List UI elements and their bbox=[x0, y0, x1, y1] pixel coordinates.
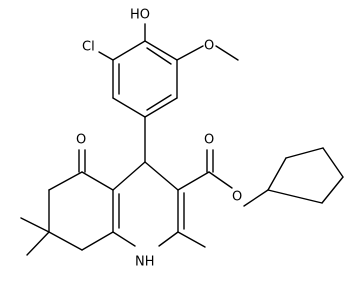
c2-methyl-bond bbox=[177, 231, 206, 248]
chloro-label: Cl bbox=[82, 40, 95, 55]
bond bbox=[112, 231, 136, 247]
gem-methyl-bond bbox=[26, 231, 50, 256]
bond bbox=[322, 147, 344, 178]
ketone-oxygen-label: O bbox=[76, 133, 86, 148]
double-bond-inner bbox=[146, 94, 172, 111]
bond bbox=[81, 171, 114, 191]
methoxy-oxygen-label: O bbox=[204, 39, 214, 54]
bond-to-chloro bbox=[98, 51, 114, 61]
amine-label: NH bbox=[135, 255, 155, 270]
cyclopentyl-ring bbox=[267, 147, 344, 204]
carbonyl-oxygen-label: O bbox=[204, 133, 214, 148]
methoxy-methyl-bond bbox=[215, 45, 239, 61]
hydroxyl-label: HO bbox=[130, 8, 150, 23]
bond bbox=[321, 176, 344, 204]
bond bbox=[285, 147, 324, 159]
bond-to-cyclopentyl bbox=[243, 189, 269, 207]
gem-methyl-bond bbox=[20, 217, 50, 233]
bond bbox=[81, 231, 114, 251]
bond bbox=[144, 97, 178, 118]
bond bbox=[112, 97, 146, 118]
bond bbox=[144, 161, 179, 191]
bond-to-ester-carbon bbox=[177, 171, 210, 191]
bond bbox=[48, 231, 83, 251]
bond bbox=[112, 40, 146, 61]
ester-oxygen-label: O bbox=[232, 190, 242, 205]
bond bbox=[267, 157, 287, 191]
dihydropyridine-ring bbox=[112, 161, 185, 247]
bond bbox=[48, 171, 83, 191]
bond bbox=[112, 161, 146, 191]
phenyl-ring bbox=[112, 40, 178, 118]
bond bbox=[158, 231, 179, 247]
double-bond-inner bbox=[146, 47, 172, 65]
bond-to-methoxy-oxygen bbox=[176, 45, 204, 61]
bond bbox=[144, 40, 178, 61]
bond-to-ester-oxygen bbox=[208, 171, 233, 189]
bond bbox=[267, 189, 323, 204]
cyclohexanone-ring bbox=[48, 171, 114, 251]
